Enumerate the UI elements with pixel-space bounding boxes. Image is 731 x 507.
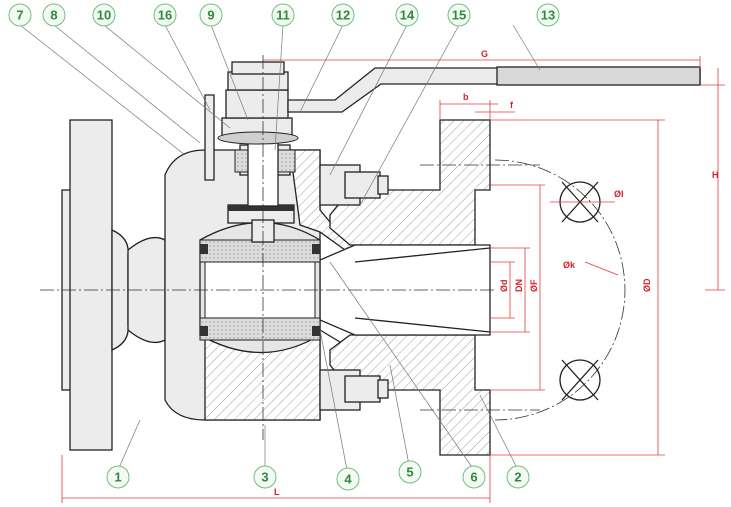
svg-text:13: 13 [541,8,555,23]
callout-8: 8 [42,3,66,27]
callout-10: 10 [92,3,116,27]
svg-text:7: 7 [16,8,23,23]
dim-oi: ØI [614,189,624,199]
handle-lever [287,66,701,113]
dim-od: ØD [642,278,652,292]
svg-text:6: 6 [470,470,477,485]
svg-text:4: 4 [344,472,352,487]
svg-text:9: 9 [207,8,214,23]
dimensions: G b f H ØD ØF DN Ød ØI [61,49,725,503]
dim-b: b [463,92,469,102]
callout-5: 5 [398,460,422,484]
callout-6: 6 [462,465,486,489]
dim-g: G [481,49,488,59]
svg-text:2: 2 [514,470,521,485]
svg-text:16: 16 [158,8,172,23]
dim-h: H [712,170,719,180]
svg-text:15: 15 [452,8,466,23]
callout-2: 2 [506,465,530,489]
dim-of: ØF [529,279,539,292]
svg-text:1: 1 [114,470,121,485]
svg-text:3: 3 [261,470,268,485]
callout-1: 1 [106,465,130,489]
left-flange [61,119,166,451]
leader-lines [19,24,541,476]
callout-11: 11 [271,3,295,27]
svg-text:11: 11 [276,8,290,23]
callout-9: 9 [199,3,223,27]
callout-16: 16 [153,3,177,27]
svg-text:5: 5 [406,465,413,480]
dim-dn: DN [514,279,524,292]
center-lines [40,55,540,440]
dim-ok: Øk [563,260,576,270]
callout-13: 13 [536,3,560,27]
callout-7: 7 [8,3,32,27]
svg-text:10: 10 [97,8,111,23]
svg-text:8: 8 [50,8,57,23]
callout-14: 14 [395,3,419,27]
dim-f: f [510,100,514,110]
callout-4: 4 [336,467,360,491]
bolts [319,164,389,411]
dim-l: L [274,487,280,497]
dim-od-small: Ød [499,280,509,293]
callout-12: 12 [331,3,355,27]
svg-text:12: 12 [336,8,350,23]
callout-15: 15 [447,3,471,27]
svg-text:14: 14 [400,8,415,23]
callout-3: 3 [253,465,277,489]
